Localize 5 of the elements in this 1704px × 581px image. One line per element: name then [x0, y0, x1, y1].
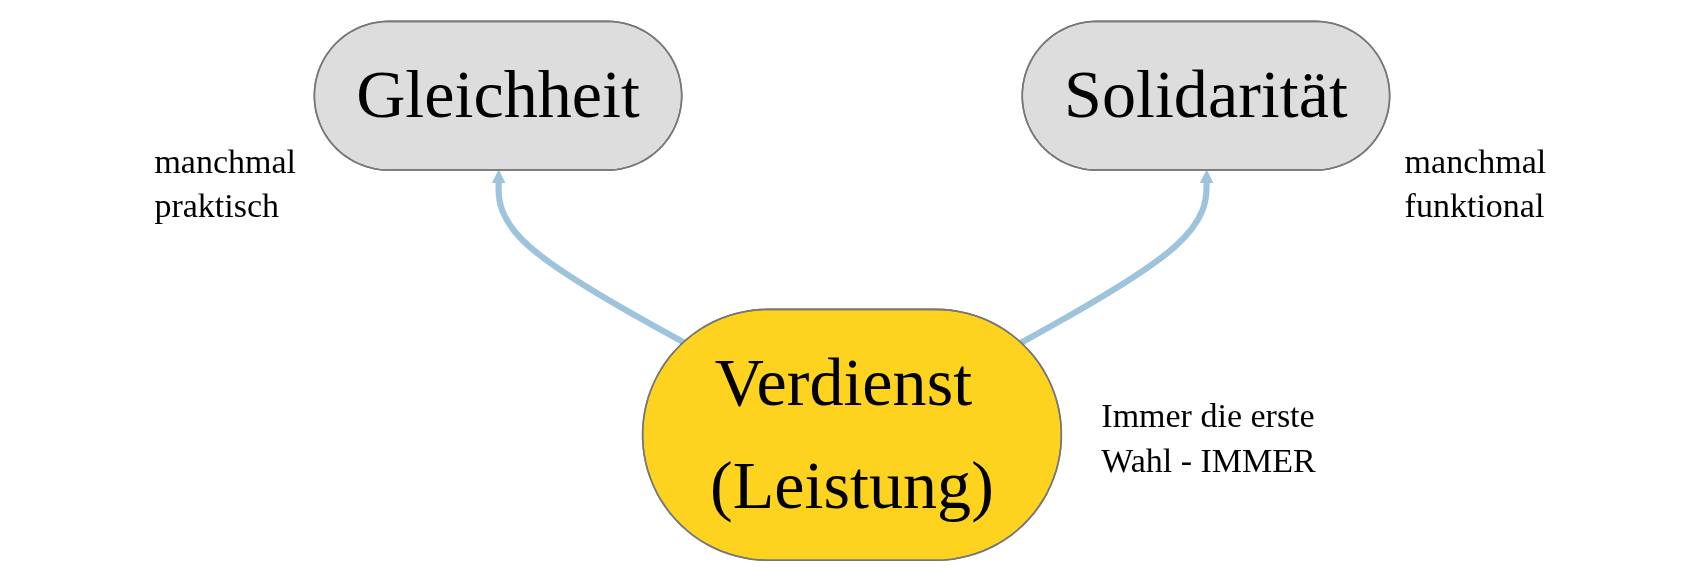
arrow	[491, 169, 686, 346]
side-note: manchmal praktisch	[154, 141, 297, 226]
arrow	[1019, 169, 1214, 346]
side-note: Immer die erste Wahl - IMMER	[1101, 396, 1317, 481]
side-note: manchmal funktional	[1404, 141, 1548, 226]
